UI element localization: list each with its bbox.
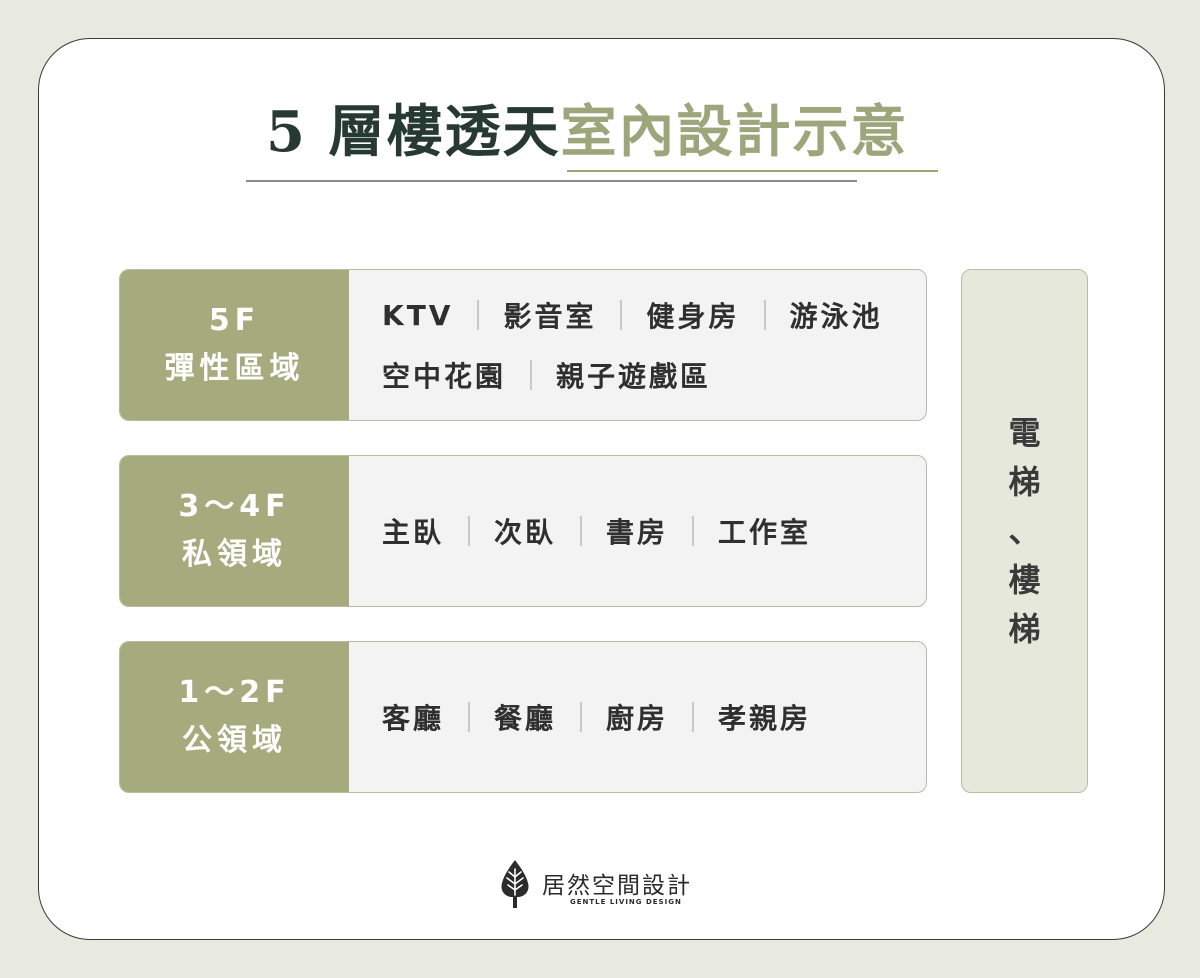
brand-subtitle: GENTLE LIVING DESIGN bbox=[570, 898, 682, 906]
room-list: KTV 影音室 健身房 游泳池 空中花園 親子遊戲區 bbox=[382, 270, 906, 420]
room-item: 廚房 bbox=[606, 702, 669, 735]
title-text: 5 層樓透天室內設計示意 bbox=[266, 96, 908, 168]
room-separator bbox=[468, 516, 471, 546]
room-item: 餐廳 bbox=[494, 702, 557, 735]
floor-zone: 彈性區域 bbox=[164, 351, 305, 386]
floor-label: 5F 彈性區域 bbox=[120, 270, 349, 420]
room-item: 主臥 bbox=[382, 516, 445, 549]
title-underline-dark bbox=[246, 180, 857, 182]
side-label-char: 梯 bbox=[1008, 462, 1041, 501]
room-item: 空中花園 bbox=[382, 360, 507, 393]
room-separator bbox=[580, 702, 583, 732]
brand-name: 居然空間設計 bbox=[542, 873, 692, 899]
room-separator bbox=[763, 300, 766, 330]
floor-zone: 私領域 bbox=[182, 537, 287, 572]
room-item: KTV bbox=[382, 298, 454, 332]
room-separator bbox=[580, 516, 583, 546]
side-label-char: 樓 bbox=[1008, 560, 1041, 599]
title-part-green: 室內設計示意 bbox=[560, 99, 909, 165]
room-item: 健身房 bbox=[646, 300, 740, 333]
floor-level: 5F bbox=[208, 303, 261, 338]
floor-level: 1～2F bbox=[178, 675, 291, 710]
brand-logo: 居然空間設計 GENTLE LIVING DESIGN bbox=[500, 857, 710, 912]
floor-block-1-2f: 1～2F 公領域 客廳 餐廳 廚房 孝親房 bbox=[119, 641, 927, 793]
title-underline-green bbox=[567, 170, 938, 172]
room-row: KTV 影音室 健身房 游泳池 bbox=[382, 298, 906, 334]
tree-icon bbox=[501, 860, 529, 908]
floor-block-3-4f: 3～4F 私領域 主臥 次臥 書房 工作室 bbox=[119, 455, 927, 607]
title-part-dark: 5 層樓透天 bbox=[266, 99, 561, 165]
room-item: 書房 bbox=[606, 516, 669, 549]
room-separator bbox=[477, 300, 480, 330]
room-item: 客廳 bbox=[382, 702, 445, 735]
room-item: 工作室 bbox=[718, 516, 812, 549]
room-separator bbox=[692, 516, 695, 546]
floor-label: 1～2F 公領域 bbox=[120, 642, 349, 792]
room-list: 主臥 次臥 書房 工作室 bbox=[382, 456, 906, 606]
page-title: 5 層樓透天室內設計示意 bbox=[246, 96, 938, 186]
side-label-char: 梯 bbox=[1008, 609, 1041, 648]
side-label-char: 電 bbox=[1008, 413, 1041, 452]
room-separator bbox=[530, 360, 533, 390]
room-item: 影音室 bbox=[503, 300, 597, 333]
floor-level: 3～4F bbox=[178, 489, 291, 524]
room-row: 客廳 餐廳 廚房 孝親房 bbox=[382, 700, 906, 735]
room-list: 客廳 餐廳 廚房 孝親房 bbox=[382, 642, 906, 792]
room-item: 次臥 bbox=[494, 516, 557, 549]
room-separator bbox=[468, 702, 471, 732]
room-item: 游泳池 bbox=[789, 300, 883, 333]
floor-block-5f: 5F 彈性區域 KTV 影音室 健身房 游泳池 空中花園 親子遊戲區 bbox=[119, 269, 927, 421]
room-item: 親子遊戲區 bbox=[556, 360, 712, 393]
room-separator bbox=[692, 702, 695, 732]
side-label-char: 、 bbox=[1008, 511, 1041, 550]
room-separator bbox=[620, 300, 623, 330]
room-row: 空中花園 親子遊戲區 bbox=[382, 358, 906, 393]
elevator-stairs-block: 電 梯 、 樓 梯 bbox=[961, 269, 1088, 793]
floor-label: 3～4F 私領域 bbox=[120, 456, 349, 606]
room-item: 孝親房 bbox=[718, 702, 812, 735]
room-row: 主臥 次臥 書房 工作室 bbox=[382, 514, 906, 549]
floor-zone: 公領域 bbox=[182, 723, 287, 758]
